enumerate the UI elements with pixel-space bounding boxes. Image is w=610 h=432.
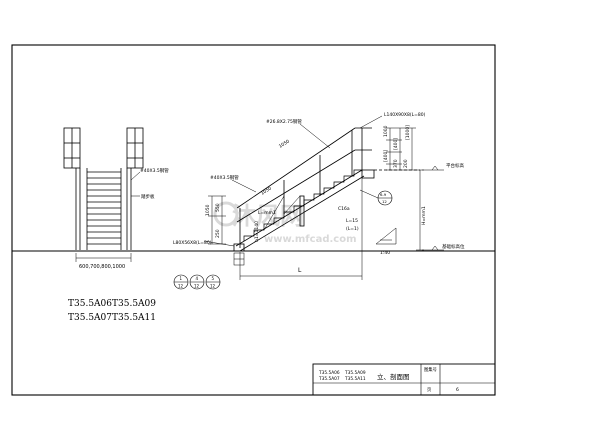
title-code-2: T35.5A09 [344, 370, 366, 376]
platform-label: 平台标高 [446, 162, 464, 169]
front-left-handrail [63, 127, 81, 250]
watermark-logo [213, 201, 239, 227]
side-right-dimensions [386, 127, 444, 251]
front-tread-label: 踏步板 [141, 193, 155, 200]
right-dim-400-a: [400] [393, 138, 399, 150]
title-code-4: T35.5A11 [344, 376, 366, 382]
side-left-dimensions [208, 195, 226, 245]
detail-mark: 6-9 12 [359, 189, 393, 206]
right-dim-370: 370 [393, 159, 399, 168]
model-code-4: T35.5A11 [112, 313, 156, 323]
section-mark-1-num: 1 [180, 276, 183, 281]
stringer-bottom-edge [239, 175, 365, 252]
angle-top-leader [359, 115, 383, 129]
title-block [312, 363, 496, 396]
drawing-frame [11, 44, 496, 396]
section-mark-2: 4 12 [189, 274, 205, 290]
angle-bottom-leader [203, 240, 235, 247]
ground-label: 基础标高位 [442, 243, 465, 250]
front-treads [87, 171, 121, 245]
angle-bottom-label: L80X56X8(L=80) [173, 240, 212, 246]
title-text: 立、剖面图 [377, 372, 410, 381]
angle-top-label: L140X90X8(L=80) [384, 112, 426, 118]
stringer-top-edge [235, 169, 363, 247]
model-code-list: T35.5A06 T35.5A09 T35.5A07 T35.5A11 [68, 299, 156, 323]
section-mark-2-num: 4 [196, 276, 199, 281]
pipe-mid-leader [231, 179, 257, 193]
length-label: L [298, 267, 302, 274]
pipe-top-leader [299, 123, 331, 149]
slope-label: 1:40 [380, 250, 390, 256]
mid-dim-1: 1050 [278, 138, 291, 149]
detail-mark-den: 12 [382, 199, 387, 204]
right-dim-400-b: [400] [383, 150, 389, 162]
section-mark-3-den: 12 [210, 284, 216, 289]
left-dim-1050: 1050 [205, 204, 211, 216]
mid-dim-2: 1050 [260, 185, 273, 196]
front-bottom-dimension: 600,700,800,1000 [79, 264, 125, 270]
side-handrail-upper [236, 127, 356, 209]
page-label: 页 [427, 387, 432, 393]
right-dim-200: 200 [403, 159, 409, 168]
model-code-1: T35.5A06 [68, 299, 112, 309]
section-mark-3-num: 5 [212, 276, 215, 281]
detail-mark-num: 6-9 [380, 192, 387, 197]
side-handrail-lower [236, 149, 356, 223]
section-mark-3: 5 12 [205, 274, 221, 290]
left-dim-550: 550 [215, 203, 221, 212]
small-dim-l1: (L=1) [346, 226, 359, 232]
slope-triangle [375, 227, 397, 245]
length-dimension [239, 178, 363, 280]
bottom-detail [233, 252, 245, 266]
right-dim-1000: 1000 [383, 125, 389, 137]
front-right-handrail [126, 127, 144, 250]
side-view [233, 127, 420, 252]
section-mark-1: 1 12 [173, 274, 189, 290]
watermark-url: www.mfcad.com [264, 234, 357, 245]
front-view [63, 127, 144, 262]
watermark-text: 沐风网 [232, 202, 304, 230]
section-mark-1-den: 12 [178, 284, 184, 289]
drawing-no-label: 图集号 [424, 366, 437, 373]
page-number: 6 [456, 387, 459, 393]
right-dim-1000-bracket: [1000] [405, 125, 411, 140]
small-dim-h1: h1=1140 [254, 221, 260, 242]
watermark: 沐风网 www.mfcad.com [213, 201, 357, 245]
section-mark-2-den: 12 [194, 284, 200, 289]
small-dim-c16a: C16a [338, 206, 350, 212]
front-handrail-label: #40X3.5钢管 [140, 167, 169, 174]
title-code-3: T35.5A07 [318, 376, 340, 382]
pipe-top-label: #26.8X2.75钢管 [266, 118, 302, 125]
height-label: H=mm1 [421, 206, 427, 225]
title-code-1: T35.5A06 [318, 370, 340, 376]
small-dim-lmm: L=mm1 [258, 210, 276, 216]
model-code-3: T35.5A07 [68, 313, 112, 323]
pipe-mid-label: #40X3.5钢管 [210, 174, 239, 181]
left-dim-250: 250 [215, 229, 221, 238]
model-code-2: T35.5A09 [112, 299, 156, 309]
small-dim-l15: L=15 [346, 218, 358, 224]
